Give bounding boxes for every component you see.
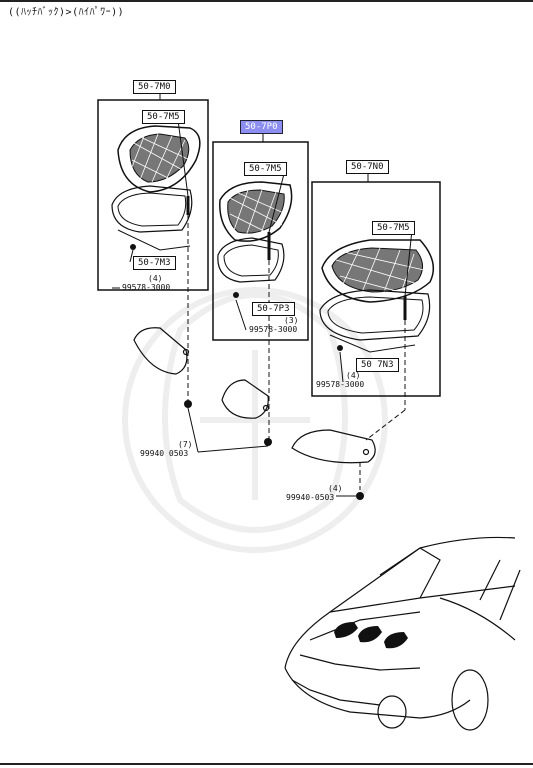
grille-center — [217, 181, 293, 283]
nut-right — [356, 492, 364, 500]
diagram-header: ((ﾊｯﾁﾊﾞｯｸ)>(ﾊｲﾊﾟﾜｰ)) — [8, 7, 125, 18]
part-screw-center[interactable]: 99578-3000 — [249, 325, 298, 334]
grille-left — [111, 125, 201, 251]
ref-seal-center[interactable]: 50-7P3 — [252, 302, 295, 316]
qty-screw-right: (4) — [346, 371, 361, 380]
ref-grille-left[interactable]: 50-7M5 — [142, 110, 185, 124]
car-illustration — [284, 536, 521, 731]
group-box-right — [311, 181, 441, 397]
bottom-rule — [0, 763, 533, 765]
ref-grille-right[interactable]: 50-7M5 — [372, 221, 415, 235]
part-nut-right[interactable]: 99940-0503 — [286, 493, 335, 502]
qty-screw-left: (4) — [148, 274, 163, 283]
hood-vents — [334, 622, 408, 649]
ref-group-right[interactable]: 50-7N0 — [346, 160, 389, 174]
qty-nut-left: (7) — [178, 440, 193, 449]
qty-screw-center: (3) — [284, 316, 299, 325]
bracket-right — [291, 429, 376, 464]
grille-right — [319, 239, 435, 353]
group-box-left — [97, 99, 209, 291]
qty-nut-right: (4) — [328, 484, 343, 493]
ref-seal-left[interactable]: 50-7M3 — [133, 256, 176, 270]
nut-left — [184, 400, 272, 446]
part-screw-right[interactable]: 99578-3000 — [316, 380, 365, 389]
ref-seal-right[interactable]: 50 7N3 — [356, 358, 399, 372]
part-nut-left[interactable]: 99940 0503 — [140, 449, 189, 458]
ref-group-center[interactable]: 50-7P0 — [240, 120, 283, 134]
group-box-center — [212, 141, 309, 341]
part-screw-left[interactable]: 99578-3000 — [122, 283, 171, 292]
bracket-left — [133, 327, 190, 375]
watermark-seal — [122, 287, 388, 553]
ref-group-left[interactable]: 50-7M0 — [133, 80, 176, 94]
bracket-center — [221, 379, 270, 419]
ref-grille-center[interactable]: 50-7M5 — [244, 162, 287, 176]
top-rule — [0, 0, 533, 2]
